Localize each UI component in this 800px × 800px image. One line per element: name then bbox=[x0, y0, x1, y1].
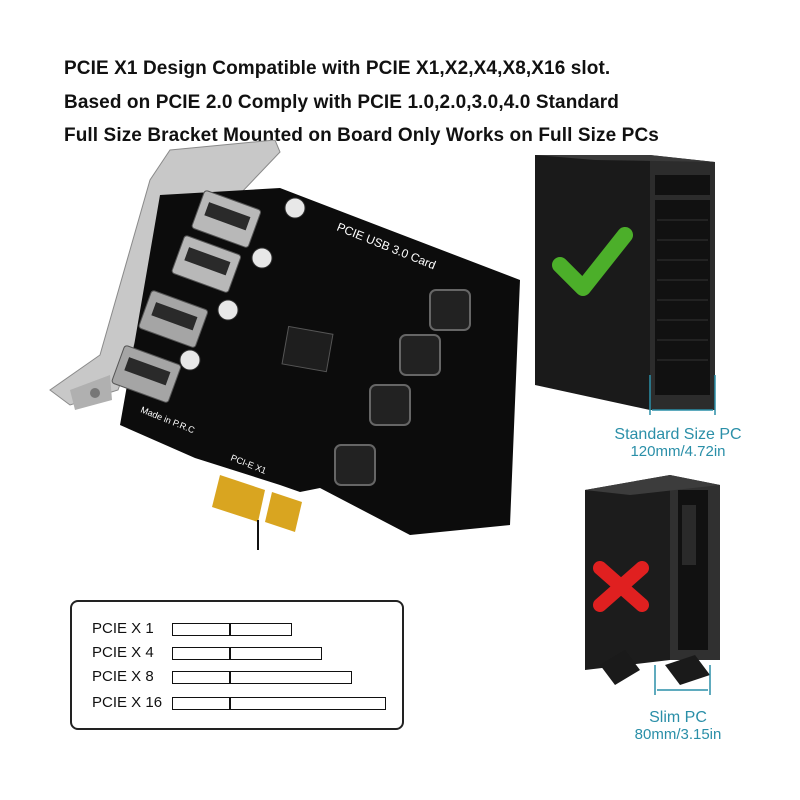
cross-icon bbox=[593, 561, 649, 612]
slot-label: PCIE X 4 bbox=[92, 644, 154, 661]
slim-pc-tower bbox=[585, 475, 720, 695]
standard-pc-tower bbox=[535, 155, 716, 415]
headline-compatibility: PCIE X1 Design Compatible with PCIE X1,X… bbox=[64, 58, 611, 79]
standard-pc-title: Standard Size PC bbox=[614, 426, 742, 443]
pcie-usb-card-image: PCIE USB 3.0 Card Made in P.R.C PCI-E X1 bbox=[49, 140, 520, 550]
gold-fingers bbox=[212, 475, 302, 532]
pcie-slot-legend: PCIE X 1 PCIE X 4 PCIE X 8 PCIE X 16 bbox=[70, 600, 404, 730]
check-icon bbox=[552, 227, 633, 296]
slot-bar-x4 bbox=[172, 647, 322, 660]
headline-standard: Based on PCIE 2.0 Comply with PCIE 1.0,2… bbox=[64, 92, 619, 113]
slot-label: PCIE X 1 bbox=[92, 620, 154, 637]
slot-bar-x8 bbox=[172, 671, 352, 684]
standard-pc-size: 120mm/4.72in bbox=[630, 443, 726, 460]
slot-label: PCIE X 8 bbox=[92, 668, 154, 685]
usb-ports bbox=[111, 190, 262, 403]
headline-bracket: Full Size Bracket Mounted on Board Only … bbox=[64, 125, 659, 146]
slim-pc-title: Slim PC bbox=[649, 709, 707, 726]
slot-label: PCIE X 16 bbox=[92, 694, 163, 711]
slot-bar-x1 bbox=[172, 623, 292, 636]
slim-pc-size: 80mm/3.15in bbox=[634, 726, 722, 743]
slot-bar-x16 bbox=[172, 697, 386, 710]
